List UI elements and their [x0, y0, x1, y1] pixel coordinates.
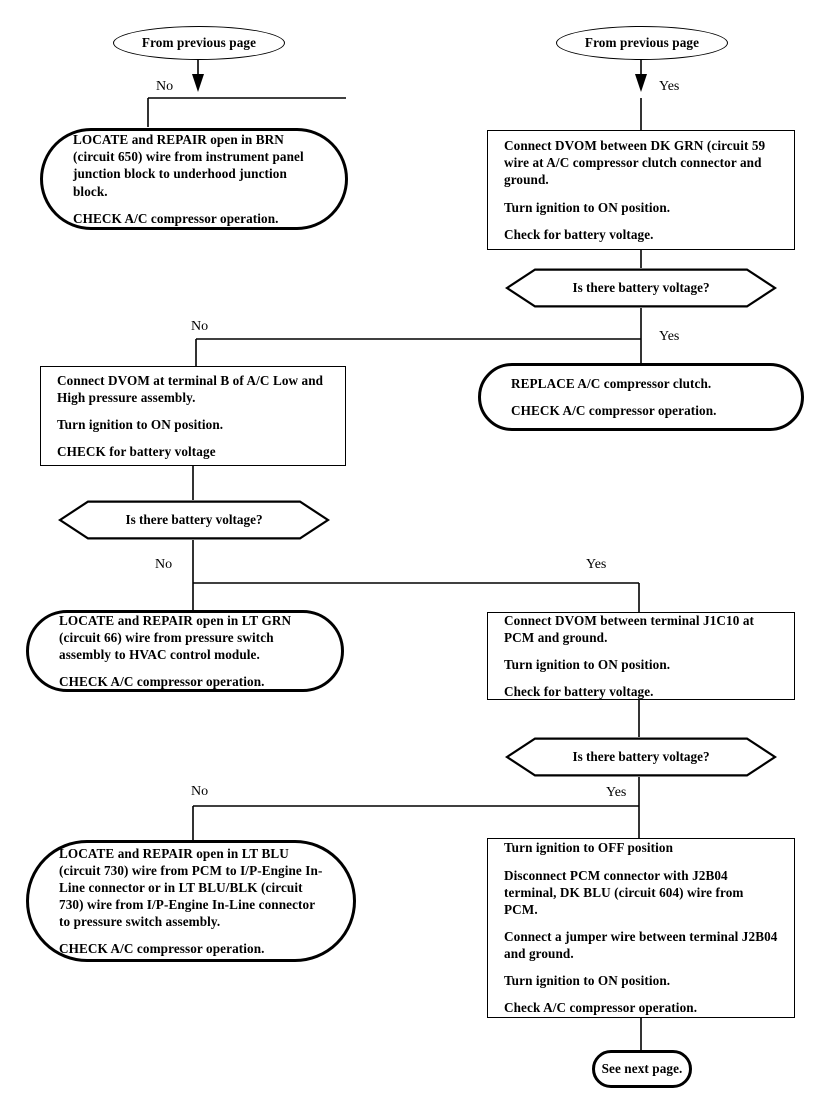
node-disconnect-pcm-j2b04[interactable]: Turn ignition to OFF position Disconnect… — [487, 838, 795, 1018]
node-line-4: Turn ignition to ON position. — [504, 973, 671, 989]
node-line-1: LOCATE and REPAIR open in LT BLU (circui… — [59, 845, 323, 930]
node-line-1: Connect DVOM between terminal J1C10 at P… — [504, 612, 755, 645]
node-locate-repair-lt-blu[interactable]: LOCATE and REPAIR open in LT BLU (circui… — [26, 840, 356, 962]
arrowhead-left-start — [192, 74, 204, 92]
arrowhead-right-start — [635, 74, 647, 92]
node-line-3: Check for battery voltage. — [504, 684, 654, 700]
node-line-3: CHECK for battery voltage — [57, 444, 216, 460]
node-label: Is there battery voltage? — [572, 280, 710, 295]
node-line-1: LOCATE and REPAIR open in LT GRN (circui… — [59, 612, 292, 662]
edge-label-yes-3: Yes — [586, 557, 607, 572]
node-see-next-page[interactable]: See next page. — [592, 1050, 692, 1088]
node-line-1: REPLACE A/C compressor clutch. — [511, 375, 712, 391]
node-line-2: Turn ignition to ON position. — [504, 657, 671, 672]
node-line-1: LOCATE and REPAIR open in BRN (circuit 6… — [73, 132, 304, 199]
node-label: See next page. — [601, 1061, 683, 1077]
node-line-3: Check for battery voltage. — [504, 226, 654, 242]
node-decision-battery-voltage-2[interactable]: Is there battery voltage? — [40, 500, 348, 540]
node-line-2: CHECK A/C compressor operation. — [59, 941, 265, 957]
edge-label-no-3: No — [155, 557, 173, 572]
node-label: From previous page — [584, 35, 700, 51]
node-line-2: CHECK A/C compressor operation. — [511, 403, 717, 418]
node-label: From previous page — [141, 35, 257, 51]
node-line-2: Disconnect PCM connector with J2B04 term… — [504, 867, 744, 917]
node-from-previous-page-left[interactable]: From previous page — [113, 26, 285, 60]
node-label: Is there battery voltage? — [572, 749, 710, 764]
node-replace-ac-compressor-clutch[interactable]: REPLACE A/C compressor clutch. CHECK A/C… — [478, 363, 804, 431]
node-line-2: CHECK A/C compressor operation. — [59, 674, 265, 690]
node-line-2: Turn ignition to ON position. — [57, 417, 224, 432]
node-line-1: Connect DVOM between DK GRN (circuit 59 … — [504, 138, 766, 188]
node-connect-dvom-dk-grn[interactable]: Connect DVOM between DK GRN (circuit 59 … — [487, 130, 795, 250]
node-line-1: Turn ignition to OFF position — [504, 840, 674, 856]
node-decision-battery-voltage-1[interactable]: Is there battery voltage? — [487, 268, 795, 308]
node-decision-battery-voltage-3[interactable]: Is there battery voltage? — [487, 737, 795, 777]
hexagon-shape — [57, 500, 331, 540]
hexagon-shape — [504, 268, 778, 308]
node-connect-dvom-j1c10[interactable]: Connect DVOM between terminal J1C10 at P… — [487, 612, 795, 700]
node-line-2: Turn ignition to ON position. — [504, 199, 671, 215]
node-label: Is there battery voltage? — [125, 512, 263, 527]
node-line-5: Check A/C compressor operation. — [504, 1000, 698, 1016]
node-locate-repair-brn[interactable]: LOCATE and REPAIR open in BRN (circuit 6… — [40, 128, 348, 230]
edge-label-no-1: No — [156, 79, 174, 94]
node-line-3: Connect a jumper wire between terminal J… — [504, 929, 778, 962]
edge-label-yes-4: Yes — [606, 785, 627, 800]
node-line-2: CHECK A/C compressor operation. — [73, 210, 279, 226]
edge-label-no-4: No — [191, 784, 209, 799]
edge-label-yes-2: Yes — [659, 329, 680, 344]
node-locate-repair-lt-grn[interactable]: LOCATE and REPAIR open in LT GRN (circui… — [26, 610, 344, 692]
node-line-1: Connect DVOM at terminal B of A/C Low an… — [57, 372, 324, 405]
edge-label-yes-1: Yes — [659, 79, 680, 94]
node-from-previous-page-right[interactable]: From previous page — [556, 26, 728, 60]
node-connect-dvom-terminal-b[interactable]: Connect DVOM at terminal B of A/C Low an… — [40, 366, 346, 466]
hexagon-shape — [504, 737, 778, 777]
edge-label-no-2: No — [191, 319, 209, 334]
